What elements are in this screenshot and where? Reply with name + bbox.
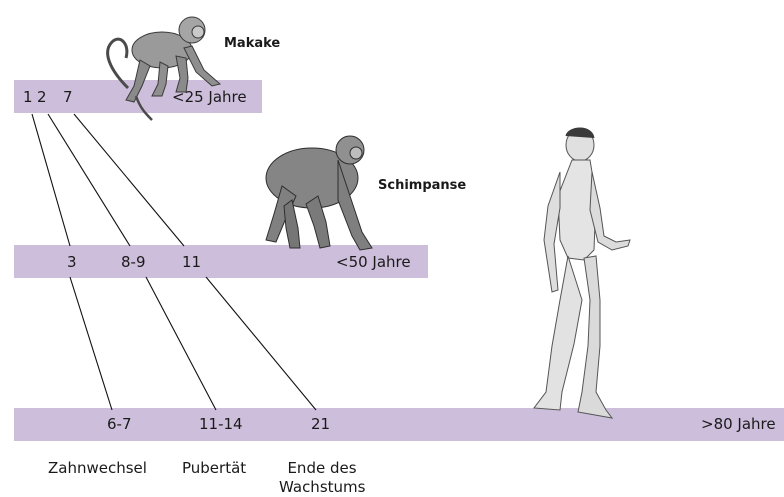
human-milestone-wachstum: 21 <box>311 415 330 433</box>
connector-wachstum-upper <box>74 114 184 246</box>
chimpanzee-lifespan: <50 Jahre <box>336 253 411 271</box>
chimpanzee-illustration <box>266 136 372 250</box>
macaque-label: Makake <box>224 35 280 53</box>
human-illustration <box>534 128 630 418</box>
label-zahnwechsel: Zahnwechsel <box>48 459 147 477</box>
macaque-milestone-zahnwechsel: 1 <box>23 88 33 106</box>
macaque-milestone-wachstum: 7 <box>63 88 73 106</box>
human-milestone-zahnwechsel: 6-7 <box>107 415 132 433</box>
connector-zahnwechsel-lower <box>70 277 112 410</box>
connector-pubertaet-upper <box>48 114 130 246</box>
connector-wachstum-lower <box>206 277 316 410</box>
macaque-lifespan: <25 Jahre <box>172 88 247 106</box>
chimpanzee-milestone-zahnwechsel: 3 <box>67 253 77 271</box>
label-ende-des-wachstums: Ende des Wachstums <box>279 459 365 497</box>
human-milestone-pubertaet: 11-14 <box>199 415 243 433</box>
chimpanzee-milestone-wachstum: 11 <box>182 253 201 271</box>
macaque-milestone-pubertaet: 2 <box>37 88 47 106</box>
chimpanzee-milestone-pubertaet: 8-9 <box>121 253 146 271</box>
connector-pubertaet-lower <box>146 277 216 410</box>
connector-zahnwechsel-upper <box>32 114 70 246</box>
label-pubertaet: Pubertät <box>182 459 246 477</box>
chimpanzee-label: Schimpanse <box>378 177 466 195</box>
human-lifespan: >80 Jahre <box>701 415 776 433</box>
